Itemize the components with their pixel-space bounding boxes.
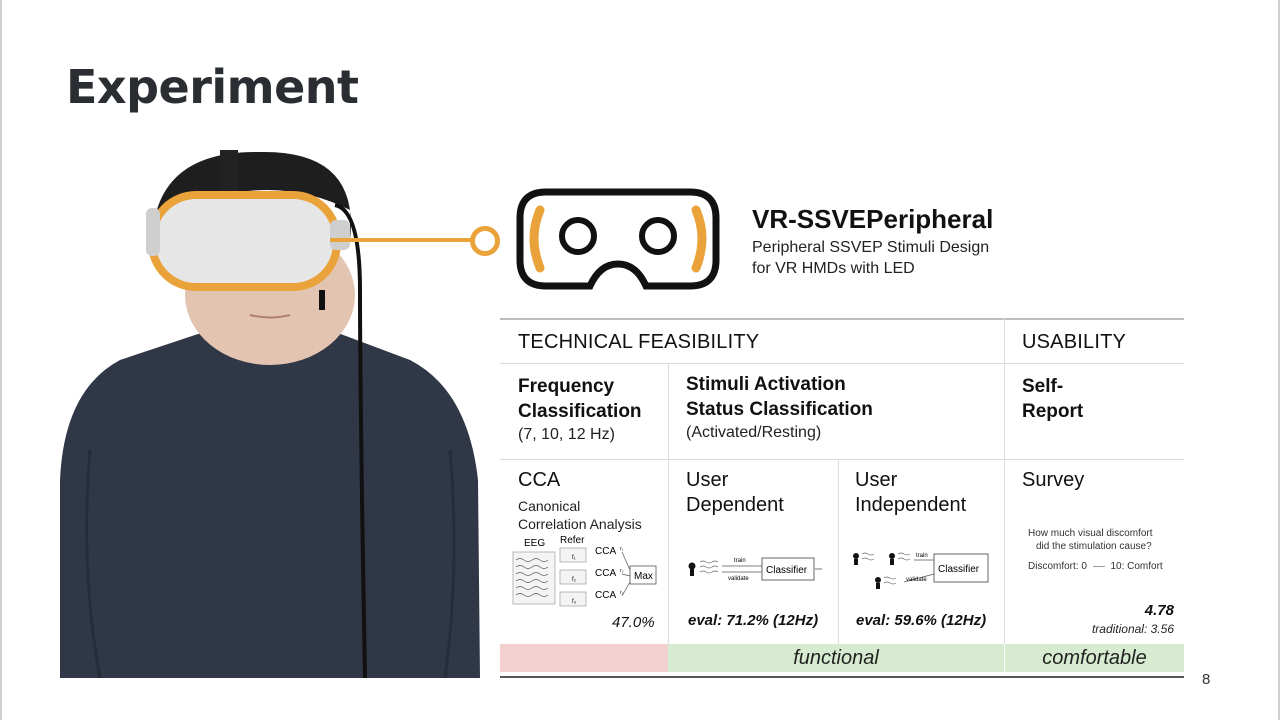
- user-icon: [688, 562, 696, 570]
- cca-f2: f₂: [572, 577, 577, 583]
- userindep-validate: validate: [906, 577, 927, 583]
- survey-question: How much visual discomfort did the stimu…: [1028, 527, 1152, 553]
- user-independent-diagram: train validate Classifier: [853, 552, 989, 589]
- classifier-box: [761, 557, 815, 581]
- userdep-validate: validate: [728, 576, 749, 582]
- col-divider-userdep: [838, 459, 839, 644]
- sweater: [60, 330, 480, 678]
- connector-ring: [470, 226, 500, 256]
- cell-user-dependent: User Dependent: [686, 468, 784, 518]
- ref-signal-1: [559, 547, 587, 563]
- userdep-train: train: [734, 558, 746, 564]
- cca-note-line1: Canonical: [518, 498, 581, 514]
- cca-max: Max: [634, 571, 653, 582]
- cca-note: Canonical Correlation Analysis: [518, 497, 663, 533]
- brand-subtitle-line1: Peripheral SSVEP Stimuli Design: [752, 239, 990, 256]
- survey-question-line1: How much visual discomfort: [1028, 528, 1153, 539]
- survey-score: 4.78: [1144, 602, 1174, 619]
- stimuli-title-line1: Stimuli Activation: [686, 374, 846, 395]
- slide-border-right: [1278, 0, 1280, 720]
- cca-diagram: EEG Refer f₁ f₂ f₃ CCA CCA CCA r₁ r₂ r₃ …: [512, 535, 657, 607]
- survey-question-line2: did the stimulation cause?: [1036, 541, 1152, 552]
- result-band-cca: [500, 644, 668, 672]
- brand-subtitle-line2: for VR HMDs with LED: [752, 260, 915, 277]
- user-dependent-diagram: train validate Classifier: [688, 557, 822, 582]
- result-band-functional: functional: [668, 644, 1004, 672]
- eeg-signal-box: [512, 551, 556, 605]
- classifier-box: [933, 553, 989, 583]
- brand-name: VR-SSVEPeripheral: [752, 204, 994, 234]
- cca-r2: r₂: [620, 568, 624, 574]
- cca-refer-label: Refer: [560, 535, 585, 546]
- headset-cable: [334, 203, 367, 678]
- cca-f3: f₃: [572, 599, 577, 605]
- ref-signal-3: [559, 591, 587, 607]
- vr-headset: [148, 191, 341, 291]
- cca-f1: f₁: [572, 555, 576, 561]
- slide-title: Experiment: [66, 60, 359, 114]
- survey-scale-right: 10: Comfort: [1110, 561, 1163, 572]
- stimuli-title-line2: Status Classification: [686, 399, 873, 420]
- result-band-comfortable: comfortable: [1005, 644, 1184, 672]
- row-divider-1: [500, 363, 1184, 364]
- userindep-classifier: Classifier: [938, 564, 980, 575]
- col-divider-freq: [668, 363, 669, 644]
- max-box: [629, 565, 657, 585]
- userdep-line1: User: [686, 469, 729, 491]
- col-stimuli-activation: Stimuli Activation Status Classification…: [686, 372, 873, 442]
- userdep-classifier: Classifier: [766, 565, 808, 576]
- col-frequency-classification: Frequency Classification (7, 10, 12 Hz): [518, 374, 642, 444]
- cca-box-2: CCA: [595, 568, 616, 579]
- freq-note: (7, 10, 12 Hz): [518, 426, 615, 443]
- freq-title-line1: Frequency: [518, 376, 615, 397]
- self-title-line2: Report: [1022, 401, 1084, 422]
- ref-signal-2: [559, 569, 587, 585]
- userdep-line2: Dependent: [686, 494, 784, 516]
- row-divider-2: [500, 459, 1184, 460]
- person-with-vr-headset-photo: [60, 150, 480, 678]
- userindep-line1: User: [855, 469, 898, 491]
- self-title-line1: Self-: [1022, 376, 1064, 397]
- table-bottom-rule: [500, 676, 1184, 678]
- user-independent-eval: eval: 59.6% (12Hz): [856, 612, 987, 629]
- stimuli-note: (Activated/Resting): [686, 424, 822, 441]
- survey-scale: Discomfort: 0 10: Comfort: [1028, 561, 1163, 572]
- cell-survey: Survey: [1022, 469, 1085, 491]
- cca-r1: r₁: [620, 546, 624, 552]
- connector-line: [330, 238, 478, 242]
- cell-user-independent: User Independent: [855, 468, 966, 518]
- user-dependent-eval: eval: 71.2% (12Hz): [688, 612, 819, 629]
- col-divider-usability: [1004, 318, 1005, 644]
- cell-cca: CCA Canonical Correlation Analysis: [518, 468, 663, 533]
- page-number: 8: [1202, 671, 1211, 688]
- hair: [151, 151, 351, 250]
- slide-border-left: [0, 0, 2, 720]
- table-top-rule: [500, 318, 1184, 320]
- header-usability: USABILITY: [1022, 331, 1127, 353]
- header-technical-feasibility: TECHNICAL FEASIBILITY: [518, 331, 760, 353]
- cca-box-1: CCA: [595, 546, 616, 557]
- survey-traditional: traditional: 3.56: [1091, 622, 1174, 636]
- cca-box-3: CCA: [595, 590, 616, 601]
- evaluation-table: TECHNICAL FEASIBILITY USABILITY Frequenc…: [500, 318, 1184, 678]
- col-self-report: Self- Report: [1022, 374, 1083, 424]
- cca-name: CCA: [518, 469, 561, 491]
- survey-scale-left: Discomfort: 0: [1028, 561, 1087, 572]
- freq-title-line2: Classification: [518, 401, 642, 422]
- cca-note-line2: Correlation Analysis: [518, 516, 642, 532]
- userindep-train: train: [916, 553, 928, 559]
- brand-subtitle: Peripheral SSVEP Stimuli Design for VR H…: [752, 237, 989, 279]
- cca-eeg-label: EEG: [524, 538, 545, 549]
- vr-goggles-logo-icon: [516, 188, 720, 290]
- cca-r3: r₃: [620, 590, 624, 596]
- cca-result: 47.0%: [612, 614, 655, 631]
- userindep-line2: Independent: [855, 494, 967, 516]
